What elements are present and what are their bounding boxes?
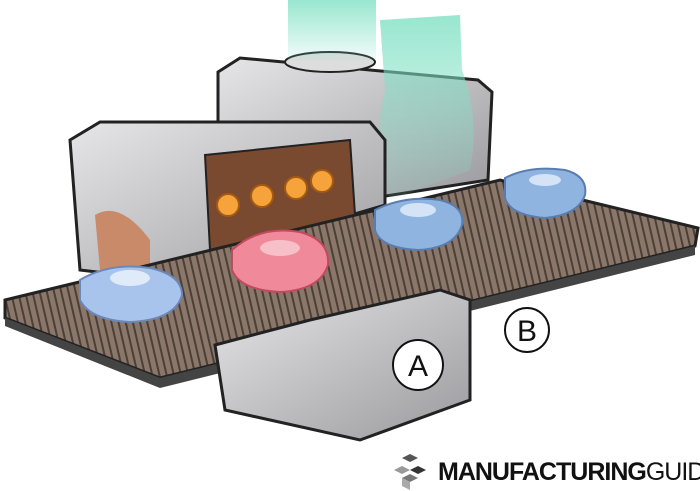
label-a-text: A	[408, 350, 428, 383]
part-cold-2	[374, 197, 464, 252]
cube-logo-icon	[394, 454, 426, 490]
heater-elements	[216, 169, 334, 217]
part-hot	[231, 229, 330, 294]
label-b-text: B	[517, 315, 537, 348]
logo-text-light: GUIDE	[645, 457, 700, 486]
logo-text-bold: MANUFACTURING	[438, 457, 647, 486]
brand-logo: MANUFACTURINGGUIDE	[388, 452, 700, 491]
part-cold-1	[79, 265, 184, 324]
label-b: B	[504, 307, 550, 353]
collection-bin	[213, 288, 472, 442]
gas-flow	[288, 0, 474, 200]
conveyor-belt	[3, 178, 700, 388]
label-a: A	[392, 339, 444, 391]
part-cold-3	[504, 167, 587, 220]
